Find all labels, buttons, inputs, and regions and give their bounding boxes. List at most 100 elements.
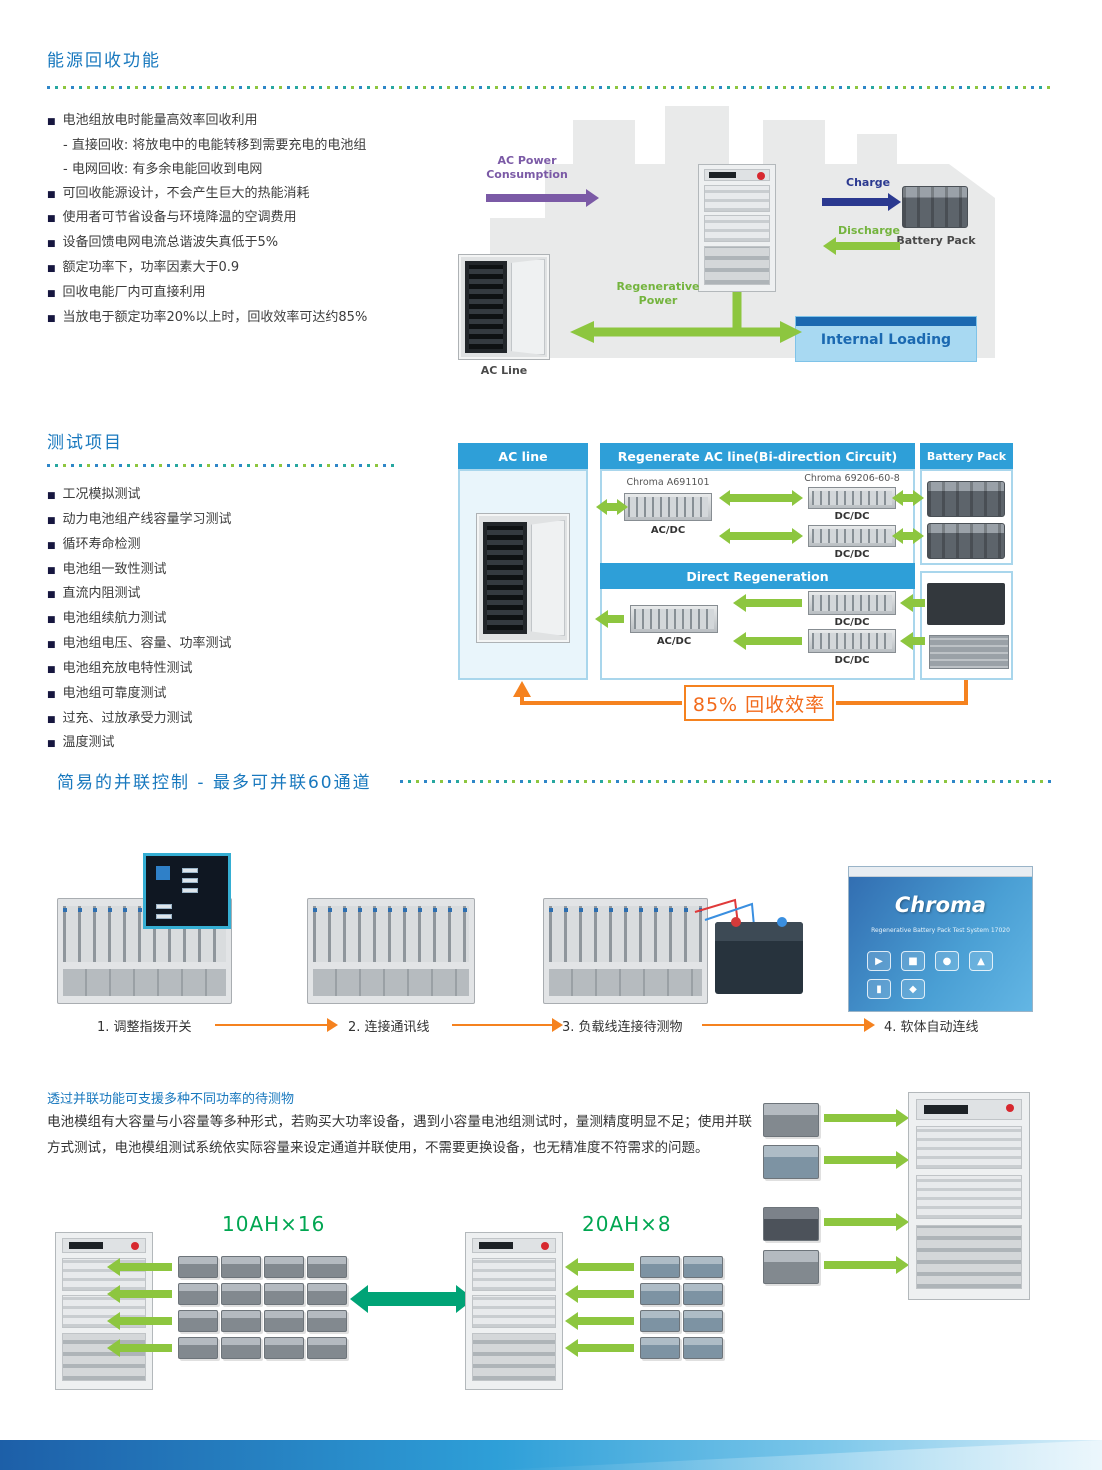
ac-dc-converter bbox=[630, 605, 718, 633]
section3-title: 简易的并联控制 - 最多可并联60通道 bbox=[57, 773, 372, 793]
connect-arrow bbox=[565, 1285, 634, 1303]
dc-dc-label: DC/DC bbox=[834, 655, 870, 666]
list-subitem: - 电网回收: 有多余电能回收到电网 bbox=[63, 161, 263, 177]
test-items-list: 工况模拟测试 动力电池组产线容量学习测试 循环寿命检测 电池组一致性测试 直流内… bbox=[47, 486, 447, 759]
charge-label: Charge bbox=[846, 176, 891, 189]
connect-arrow bbox=[107, 1285, 172, 1303]
section4-subtitle: 透过并联功能可支援多种不同功率的待测物 bbox=[47, 1092, 295, 1107]
step1-label: 1. 调整指拨开关 bbox=[97, 1020, 192, 1035]
battery-image bbox=[640, 1310, 680, 1332]
list-item-text: 电池组电压、容量、功率测试 bbox=[62, 636, 232, 652]
list-item-text: 动力电池组产线容量学习测试 bbox=[62, 511, 232, 527]
battery-image bbox=[683, 1283, 723, 1305]
list-item: 直流内阻测试 bbox=[47, 585, 447, 604]
cabinet-door bbox=[531, 520, 565, 636]
rack-module-band bbox=[916, 1125, 1022, 1170]
rack-module-band bbox=[703, 215, 771, 242]
step-arrow bbox=[702, 1018, 875, 1032]
section3-divider bbox=[400, 780, 1055, 783]
rack-display-panel bbox=[916, 1099, 1022, 1120]
dip-led-icon bbox=[156, 866, 170, 880]
connect-arrow bbox=[824, 1151, 909, 1169]
list-item-text: 工况模拟测试 bbox=[62, 487, 141, 502]
emergency-stop-icon bbox=[756, 172, 765, 181]
battery-image bbox=[264, 1337, 304, 1359]
connect-arrow bbox=[565, 1312, 634, 1330]
battery-module-image bbox=[763, 1103, 819, 1137]
energy-recovery-diagram: AC Line Internal Loading AC Power Consum… bbox=[450, 100, 1055, 385]
list-item: 电池组一致性测试 bbox=[47, 561, 447, 580]
test-system-rack bbox=[55, 1232, 153, 1390]
battery-image bbox=[307, 1283, 347, 1305]
regen-flow-arrow bbox=[733, 632, 802, 650]
battery-pack-label: Battery Pack bbox=[896, 234, 976, 247]
connect-arrow bbox=[824, 1256, 909, 1274]
efficiency-orange-path bbox=[513, 680, 968, 705]
rack-module-band bbox=[916, 1175, 1022, 1219]
discharge-arrow bbox=[823, 237, 900, 255]
software-settings-icon bbox=[901, 979, 925, 999]
list-item-text: 使用者可节省设备与环境降温的空调费用 bbox=[62, 210, 297, 226]
list-item: 可回收能源设计，不会产生巨大的热能消耗 bbox=[47, 185, 461, 204]
test-system-rack bbox=[908, 1092, 1030, 1300]
battery-pack-image bbox=[902, 186, 968, 228]
section1-title: 能源回收功能 bbox=[47, 51, 161, 71]
rack-module-band bbox=[471, 1295, 557, 1329]
list-item: 电池组续航力测试 bbox=[47, 610, 447, 629]
ac-dc-label: AC/DC bbox=[656, 636, 692, 647]
battery-image bbox=[307, 1256, 347, 1278]
list-item-text: 电池组充放电特性测试 bbox=[62, 660, 193, 676]
list-item-text: 过充、过放承受力测试 bbox=[62, 710, 193, 726]
list-item-text: 设备回馈电网电流总谐波失真低于5% bbox=[62, 235, 279, 251]
positive-terminal-icon bbox=[731, 917, 741, 927]
battery-image bbox=[178, 1337, 218, 1359]
regen-flow-arrow bbox=[900, 594, 925, 612]
software-chart-icon bbox=[969, 951, 993, 971]
dip-switch-icon bbox=[182, 868, 198, 873]
energy-recovery-list: 电池组放电时能量高效率回收利用 - 直接回收: 将放电中的电能转移到需要充电的电… bbox=[47, 112, 461, 334]
list-item: 电池组充放电特性测试 bbox=[47, 660, 447, 679]
list-item: 额定功率下，功率因素大于0.9 bbox=[47, 259, 461, 278]
battery-image bbox=[640, 1283, 680, 1305]
list-item: 设备回馈电网电流总谐波失真低于5% bbox=[47, 234, 461, 253]
converter-model-label: Chroma A691101 bbox=[626, 477, 710, 488]
module-led-strip bbox=[312, 908, 470, 913]
battery-image bbox=[640, 1337, 680, 1359]
battery-under-test-image bbox=[715, 917, 803, 994]
bidirectional-arrow bbox=[596, 499, 628, 515]
connect-arrow bbox=[824, 1213, 909, 1231]
list-item: 循环寿命检测 bbox=[47, 536, 447, 555]
efficiency-badge: 85% 回收效率 bbox=[684, 685, 834, 721]
emergency-stop-icon bbox=[1005, 1104, 1014, 1113]
battery-module-image bbox=[929, 635, 1009, 669]
regenerative-power-label: Regenerative Power bbox=[616, 280, 700, 307]
battery-module-image bbox=[927, 583, 1005, 625]
capacity-label-right: 20AH×8 bbox=[582, 1212, 672, 1236]
discharge-label: Discharge bbox=[838, 224, 900, 237]
ac-power-arrow bbox=[486, 189, 599, 207]
mainframe-base bbox=[312, 968, 470, 996]
channel-modules bbox=[312, 906, 470, 963]
rack-display-panel bbox=[471, 1237, 557, 1254]
battery-image bbox=[178, 1283, 218, 1305]
dc-dc-label: DC/DC bbox=[834, 549, 870, 560]
list-item-text: 回收电能厂内可直接利用 bbox=[62, 284, 206, 300]
battery-image bbox=[683, 1256, 723, 1278]
battery-image bbox=[307, 1310, 347, 1332]
rack-module-band bbox=[61, 1332, 147, 1382]
battery-image bbox=[178, 1310, 218, 1332]
step-arrow bbox=[452, 1018, 563, 1032]
connect-arrow bbox=[565, 1339, 634, 1357]
ac-power-consumption-label: AC Power Consumption bbox=[486, 154, 568, 181]
list-item: 工况模拟测试 bbox=[47, 486, 447, 505]
battery-image bbox=[307, 1337, 347, 1359]
bidirectional-arrow bbox=[892, 528, 924, 544]
section2-divider bbox=[47, 464, 397, 467]
rack-screen bbox=[68, 1242, 104, 1249]
list-item-text: 当放电于额定功率20%以上时，回收效率可达约85% bbox=[62, 309, 368, 325]
channel-modules bbox=[548, 906, 703, 963]
list-item: 动力电池组产线容量学习测试 bbox=[47, 511, 447, 530]
rack-display-panel bbox=[61, 1237, 147, 1254]
ac-dc-label: AC/DC bbox=[650, 525, 686, 536]
step4-label: 4. 软体自动连线 bbox=[884, 1020, 979, 1035]
